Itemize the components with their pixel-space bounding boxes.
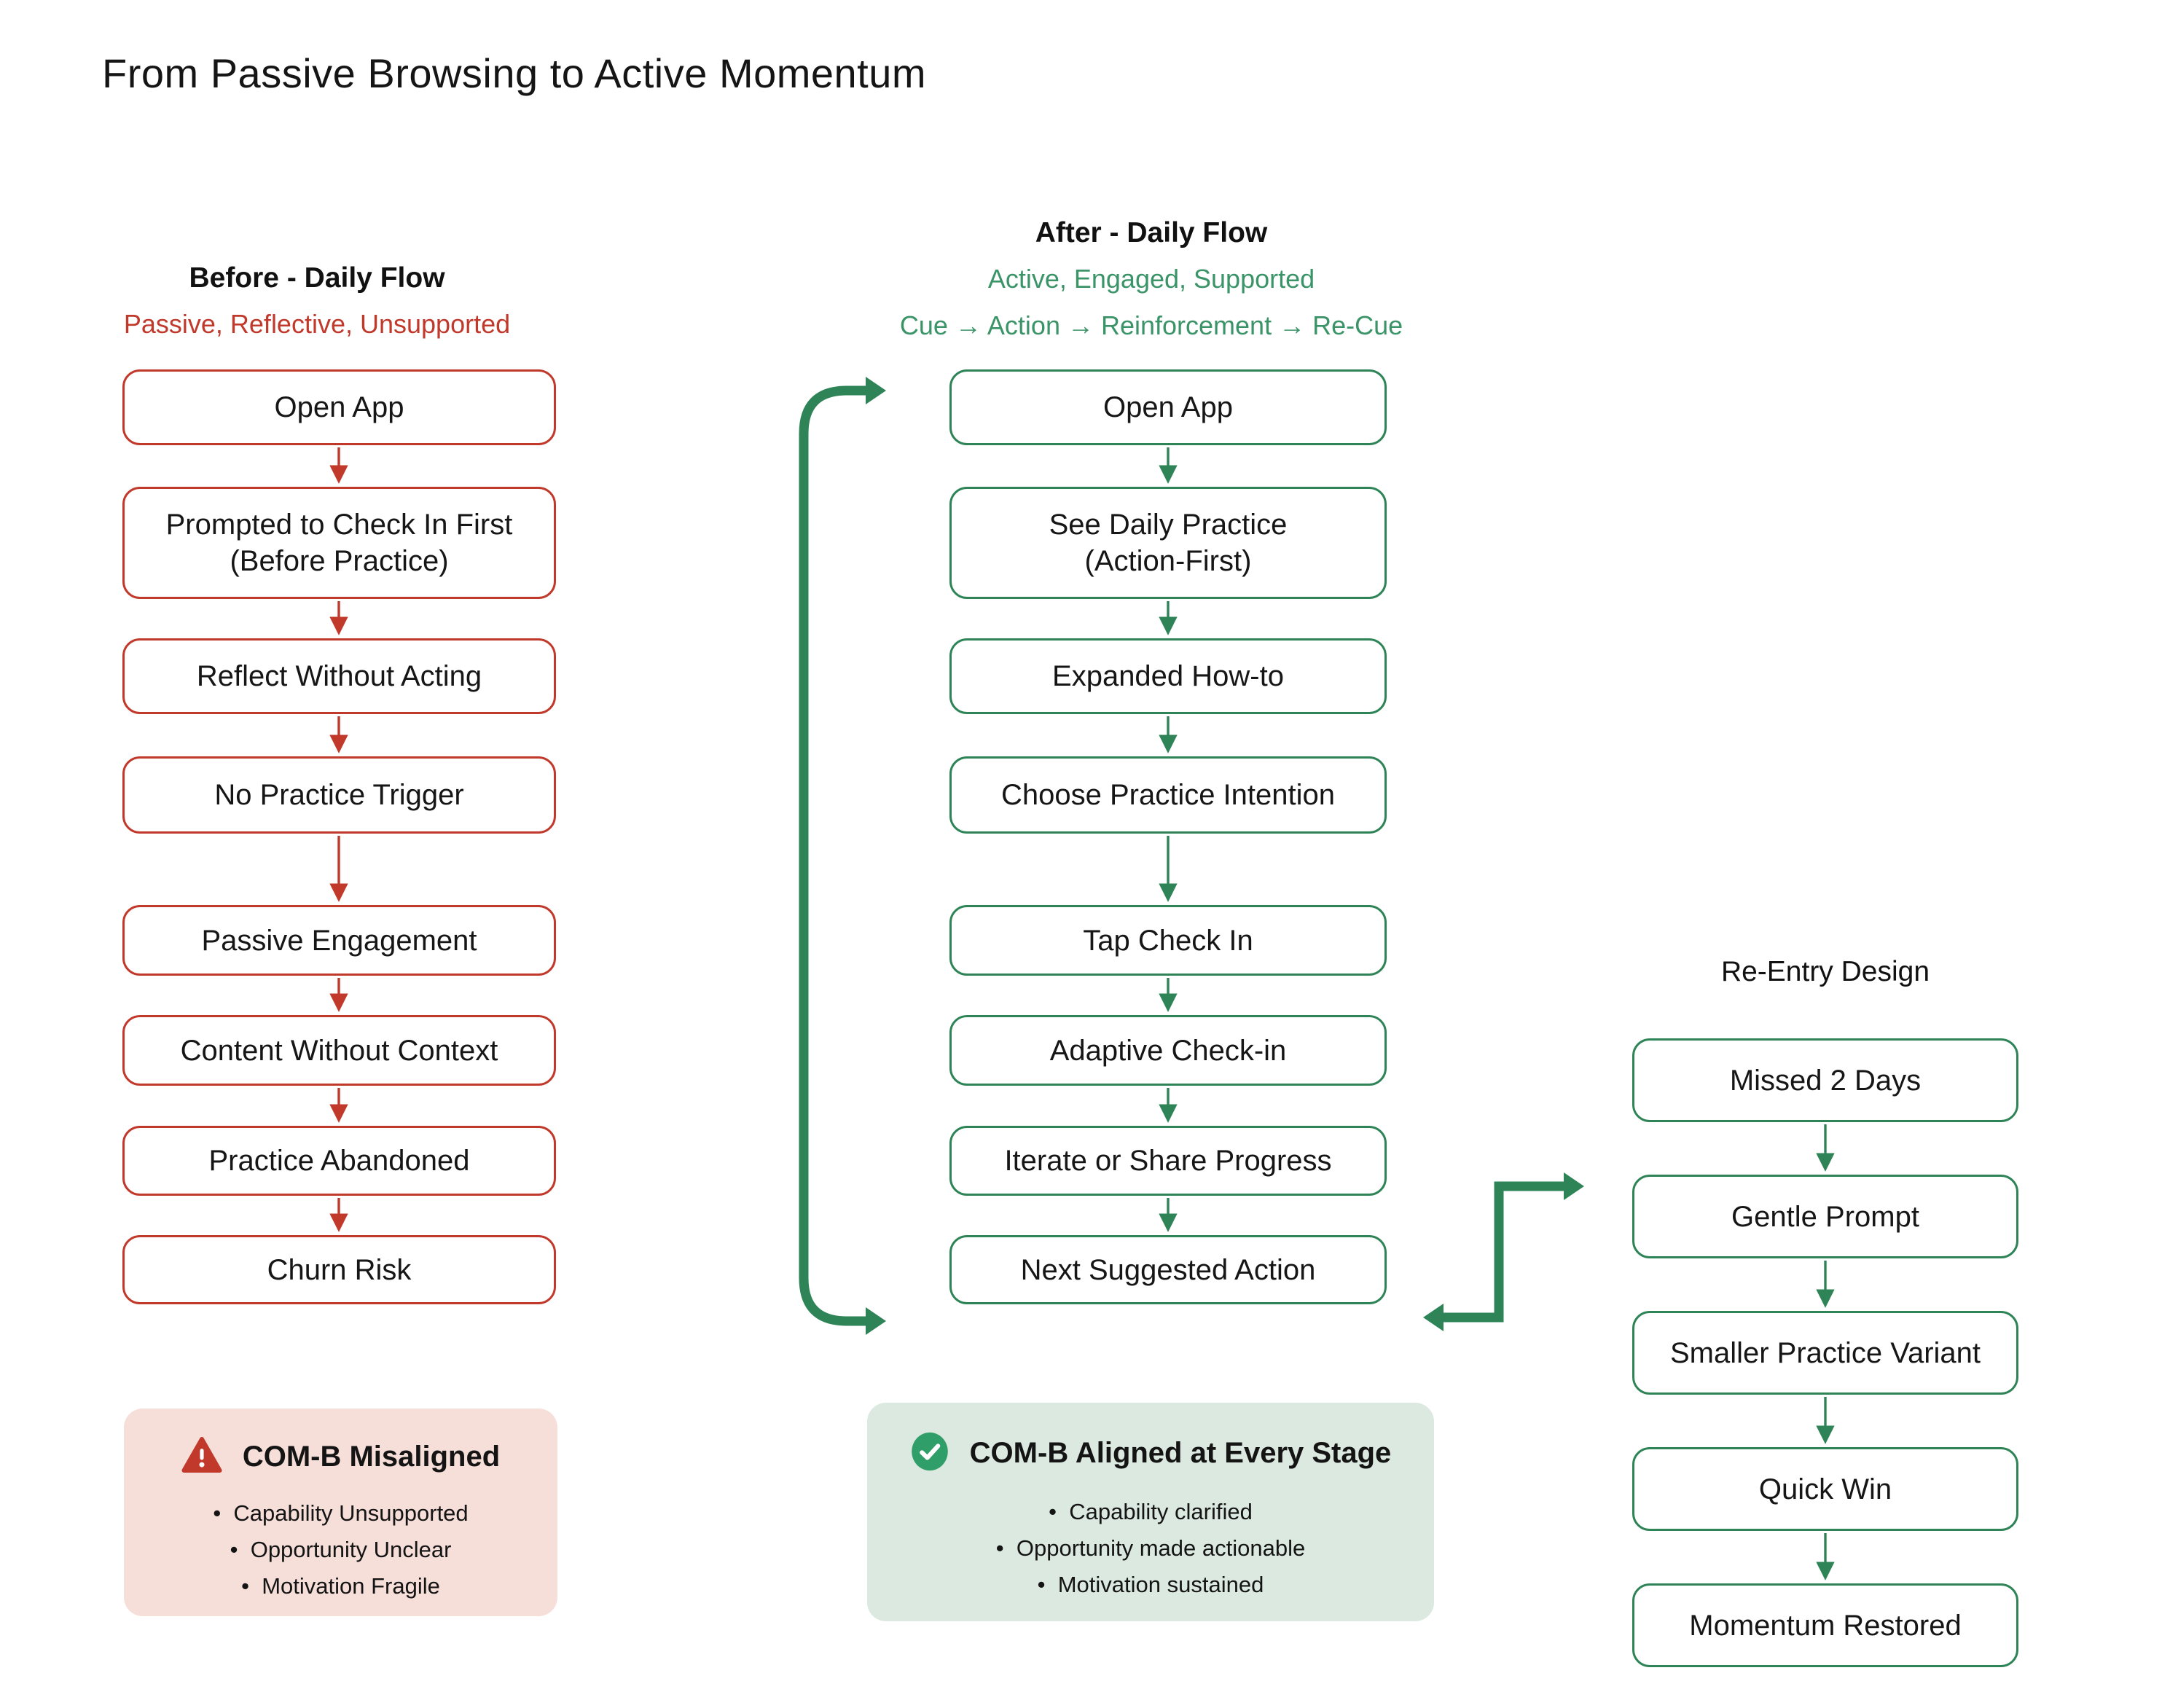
before-step-reflect: Reflect Without Acting — [122, 638, 556, 714]
recue-loop-arrow — [799, 377, 886, 1335]
after-step-expanded-how-to: Expanded How-to — [949, 638, 1387, 714]
comb-aligned-callout: COM-B Aligned at Every Stage Capability … — [867, 1403, 1434, 1621]
reentry-step-gentle-prompt: Gentle Prompt — [1632, 1175, 2018, 1258]
before-step-churn-risk: Churn Risk — [122, 1235, 556, 1304]
after-flow-label: Cue → Action → Reinforcement → Re-Cue — [899, 310, 1403, 340]
after-step-tap-check-in: Tap Check In — [949, 905, 1387, 976]
after-step-iterate-share: Iterate or Share Progress — [949, 1126, 1387, 1196]
after-step-choose-intention: Choose Practice Intention — [949, 756, 1387, 834]
before-step-passive-engagement: Passive Engagement — [122, 905, 556, 976]
misaligned-bullet: Motivation Fragile — [213, 1571, 468, 1602]
comb-misaligned-title: COM-B Misaligned — [242, 1441, 501, 1473]
reentry-column-header: Re-Entry Design — [1720, 956, 1930, 987]
warning-triangle-icon — [181, 1436, 222, 1478]
after-step-open-app: Open App — [949, 369, 1387, 445]
misaligned-bullet: Capability Unsupported — [213, 1498, 468, 1529]
after-column-header: After - Daily Flow — [1035, 217, 1268, 248]
after-step-next-action: Next Suggested Action — [949, 1235, 1387, 1304]
before-step-content-no-context: Content Without Context — [122, 1015, 556, 1086]
reentry-step-momentum-restored: Momentum Restored — [1632, 1583, 2018, 1667]
after-step-adaptive-check-in: Adaptive Check-in — [949, 1015, 1387, 1086]
aligned-bullet: Capability clarified — [996, 1497, 1305, 1527]
before-column-subheader: Passive, Reflective, Unsupported — [123, 309, 511, 339]
before-step-open-app: Open App — [122, 369, 556, 445]
aligned-bullet: Opportunity made actionable — [996, 1533, 1305, 1564]
after-step-see-daily-practice: See Daily Practice (Action-First) — [949, 487, 1387, 599]
before-step-no-trigger: No Practice Trigger — [122, 756, 556, 834]
check-circle-icon — [910, 1430, 949, 1476]
comb-misaligned-callout: COM-B Misaligned Capability Unsupported … — [124, 1409, 557, 1616]
before-column-header: Before - Daily Flow — [189, 262, 445, 294]
page-title: From Passive Browsing to Active Momentum — [102, 50, 927, 96]
reentry-step-missed-2-days: Missed 2 Days — [1632, 1038, 2018, 1122]
reentry-link-arrow — [1423, 1172, 1584, 1331]
misaligned-bullet: Opportunity Unclear — [213, 1535, 468, 1565]
after-column-subheader: Active, Engaged, Supported — [987, 264, 1315, 294]
before-step-prompted-check-in: Prompted to Check In First (Before Pract… — [122, 487, 556, 599]
reentry-step-smaller-variant: Smaller Practice Variant — [1632, 1311, 2018, 1395]
before-step-practice-abandoned: Practice Abandoned — [122, 1126, 556, 1196]
aligned-bullet: Motivation sustained — [996, 1570, 1305, 1600]
reentry-step-quick-win: Quick Win — [1632, 1447, 2018, 1531]
comb-aligned-title: COM-B Aligned at Every Stage — [969, 1437, 1392, 1469]
